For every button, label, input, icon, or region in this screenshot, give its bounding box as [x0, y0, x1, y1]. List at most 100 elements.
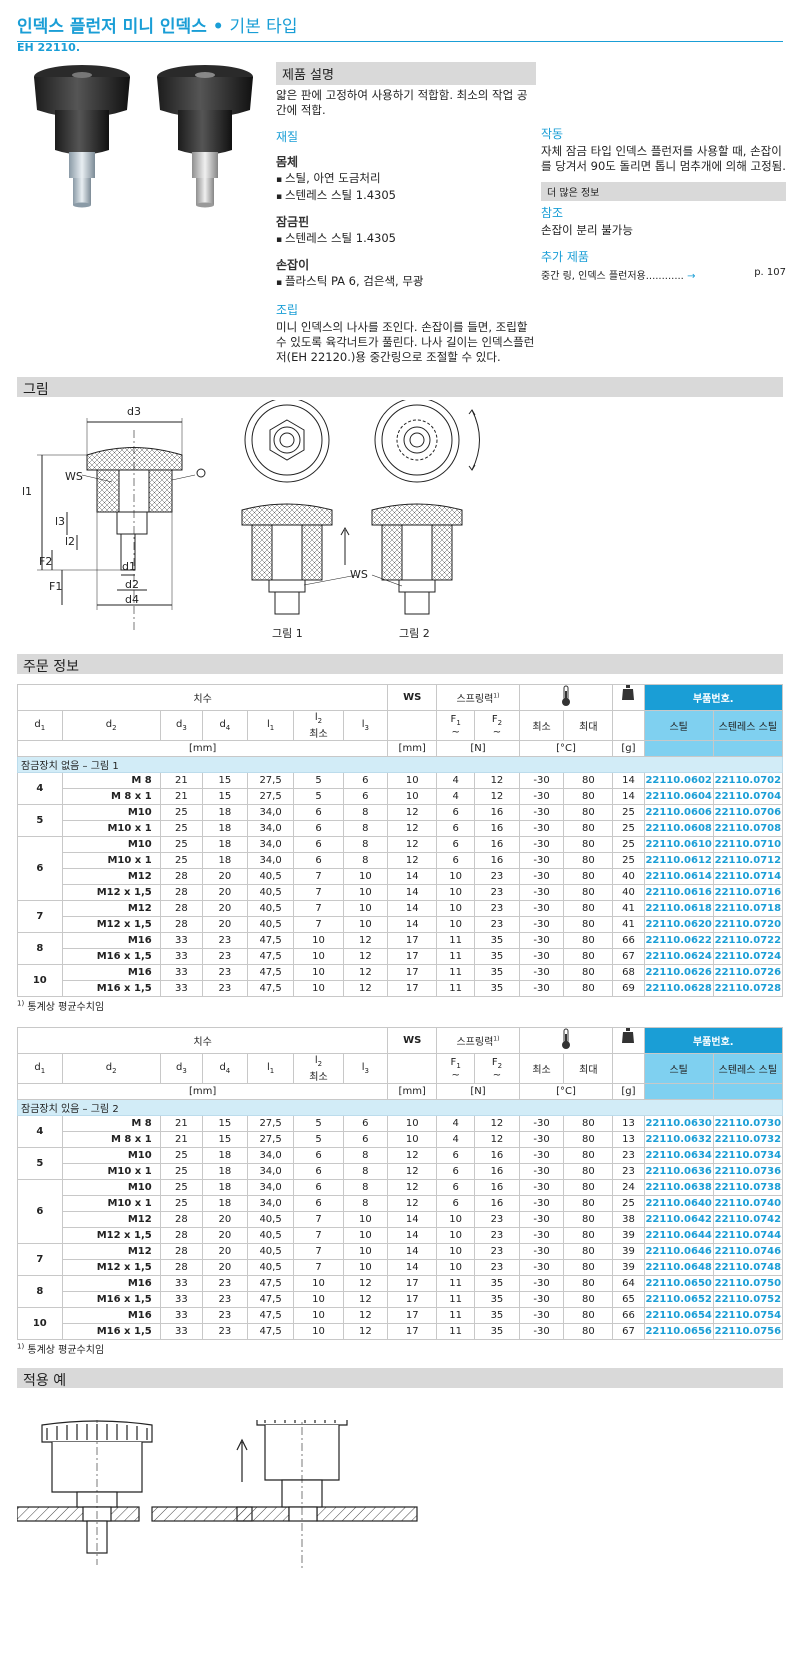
part-number-cell[interactable]: 22110.0722 — [712, 932, 784, 949]
part-number-cell[interactable]: 22110.0734 — [712, 1147, 784, 1164]
part-number-cell[interactable]: 22110.0712 — [712, 852, 784, 869]
table-cell-text: 23 — [218, 935, 232, 946]
part-number-cell[interactable]: 22110.0612 — [643, 852, 714, 869]
part-number-cell[interactable]: 22110.0638 — [643, 1179, 714, 1196]
table-cell-text: 10 — [358, 887, 372, 898]
part-number-cell[interactable]: 22110.0732 — [712, 1131, 784, 1148]
table-cell-text: 23 — [490, 1246, 504, 1257]
part-number-cell[interactable]: 22110.0706 — [712, 804, 784, 821]
table-cell-text: 39 — [622, 1246, 635, 1257]
part-number-cell[interactable]: 22110.0730 — [712, 1115, 784, 1132]
table-cell: 23 — [612, 1147, 645, 1164]
d1-cell: 6 — [17, 836, 63, 901]
part-number-cell[interactable]: 22110.0622 — [643, 932, 714, 949]
table-cell: 10 — [342, 900, 389, 917]
table-cell: 14 — [612, 772, 645, 789]
col-f1-sub: 1 — [456, 1061, 461, 1070]
part-number-cell[interactable]: 22110.0642 — [643, 1211, 714, 1228]
table-cell: M12 — [61, 900, 161, 917]
l3-label: l3 — [55, 515, 65, 528]
part-number-cell[interactable]: 22110.0738 — [712, 1179, 784, 1196]
table-cell-text: 24 — [622, 1182, 635, 1193]
table-cell-text: 33 — [175, 951, 188, 962]
part-number-cell-text: 22110.0740 — [714, 1198, 782, 1209]
part-number-cell[interactable]: 22110.0654 — [643, 1307, 714, 1324]
part-number-cell[interactable]: 22110.0606 — [643, 804, 714, 821]
part-number-cell[interactable]: 22110.0646 — [643, 1243, 714, 1260]
part-number-cell[interactable]: 22110.0720 — [712, 916, 784, 933]
part-number-cell[interactable]: 22110.0704 — [712, 788, 784, 805]
part-number-cell[interactable]: 22110.0752 — [712, 1291, 784, 1308]
part-number-cell[interactable]: 22110.0616 — [643, 884, 714, 901]
table-cell: -30 — [518, 964, 565, 981]
part-number-cell[interactable]: 22110.0708 — [712, 820, 784, 837]
table-cell-text: 25 — [622, 807, 635, 818]
part-number-cell[interactable]: 22110.0636 — [643, 1163, 714, 1180]
part-number-cell[interactable]: 22110.0756 — [712, 1323, 784, 1340]
table-cell-text: 10 — [358, 903, 372, 914]
part-number-cell[interactable]: 22110.0618 — [643, 900, 714, 917]
part-number-cell[interactable]: 22110.0754 — [712, 1307, 784, 1324]
part-number-cell[interactable]: 22110.0736 — [712, 1163, 784, 1180]
part-number-cell[interactable]: 22110.0652 — [643, 1291, 714, 1308]
col-f1-sub: 1 — [456, 718, 461, 727]
part-number-cell[interactable]: 22110.0746 — [712, 1243, 784, 1260]
table-cell-text: 40,5 — [259, 1214, 282, 1225]
part-number-cell[interactable]: 22110.0724 — [712, 948, 784, 965]
part-number-cell[interactable]: 22110.0626 — [643, 964, 714, 981]
part-number-cell[interactable]: 22110.0650 — [643, 1275, 714, 1292]
part-number-cell[interactable]: 22110.0608 — [643, 820, 714, 837]
table-cell-text: 21 — [175, 775, 188, 786]
table-cell: 25 — [159, 1147, 204, 1164]
table-cell: 47,5 — [246, 1323, 295, 1340]
part-number-cell[interactable]: 22110.0750 — [712, 1275, 784, 1292]
table-cell-text: 8 — [362, 807, 369, 818]
temp-max-header: 최대 — [563, 1053, 614, 1084]
part-number-cell[interactable]: 22110.0630 — [643, 1115, 714, 1132]
part-number-cell[interactable]: 22110.0718 — [712, 900, 784, 917]
dims-header: 치수 — [16, 1027, 389, 1054]
table-cell-text: 23 — [622, 1150, 635, 1161]
part-number-cell-text: 22110.0720 — [714, 919, 782, 930]
part-number-cell[interactable]: 22110.0634 — [643, 1147, 714, 1164]
table-cell: 28 — [159, 884, 204, 901]
part-number-cell[interactable]: 22110.0726 — [712, 964, 784, 981]
part-number-cell[interactable]: 22110.0714 — [712, 868, 784, 885]
part-number-cell[interactable]: 22110.0744 — [712, 1227, 784, 1244]
table-cell: -30 — [518, 1291, 565, 1308]
part-number-cell[interactable]: 22110.0702 — [712, 772, 784, 789]
table-cell-text: 4 — [452, 1134, 459, 1145]
part-number-cell[interactable]: 22110.0644 — [643, 1227, 714, 1244]
part-number-cell[interactable]: 22110.0604 — [643, 788, 714, 805]
table-cell: M 8 — [61, 772, 161, 789]
part-number-cell[interactable]: 22110.0614 — [643, 868, 714, 885]
table-cell-text: -30 — [533, 1198, 550, 1209]
part-number-cell[interactable]: 22110.0710 — [712, 836, 784, 853]
part-number-cell[interactable]: 22110.0748 — [712, 1259, 784, 1276]
part-number-cell[interactable]: 22110.0624 — [643, 948, 714, 965]
part-number-cell[interactable]: 22110.0640 — [643, 1195, 714, 1212]
fig2-caption: 그림 2 — [399, 627, 430, 640]
part-number-cell[interactable]: 22110.0728 — [712, 980, 784, 997]
table-cell-text: M12 — [127, 871, 152, 882]
table-cell-text: 6 — [315, 807, 322, 818]
table-cell: 18 — [202, 1147, 248, 1164]
part-number-cell[interactable]: 22110.0602 — [643, 772, 714, 789]
part-number-cell[interactable]: 22110.0716 — [712, 884, 784, 901]
part-number-cell[interactable]: 22110.0648 — [643, 1259, 714, 1276]
part-number-cell[interactable]: 22110.0632 — [643, 1131, 714, 1148]
add-product-link[interactable]: 중간 링, 인덱스 플런저용............ → p. 107 — [541, 267, 786, 282]
part-number-cell[interactable]: 22110.0620 — [643, 916, 714, 933]
table-cell-text: 14 — [405, 887, 419, 898]
table-cell: 33 — [159, 1307, 204, 1324]
table-cell-text: M10 — [127, 1182, 152, 1193]
part-number-cell[interactable]: 22110.0740 — [712, 1195, 784, 1212]
table-cell-text: 80 — [581, 1134, 595, 1145]
part-number-cell[interactable]: 22110.0610 — [643, 836, 714, 853]
part-number-cell[interactable]: 22110.0656 — [643, 1323, 714, 1340]
part-number-cell[interactable]: 22110.0628 — [643, 980, 714, 997]
table-cell-text: 10 — [312, 951, 325, 962]
table-cell-text: 34,0 — [259, 855, 282, 866]
part-number-cell[interactable]: 22110.0742 — [712, 1211, 784, 1228]
